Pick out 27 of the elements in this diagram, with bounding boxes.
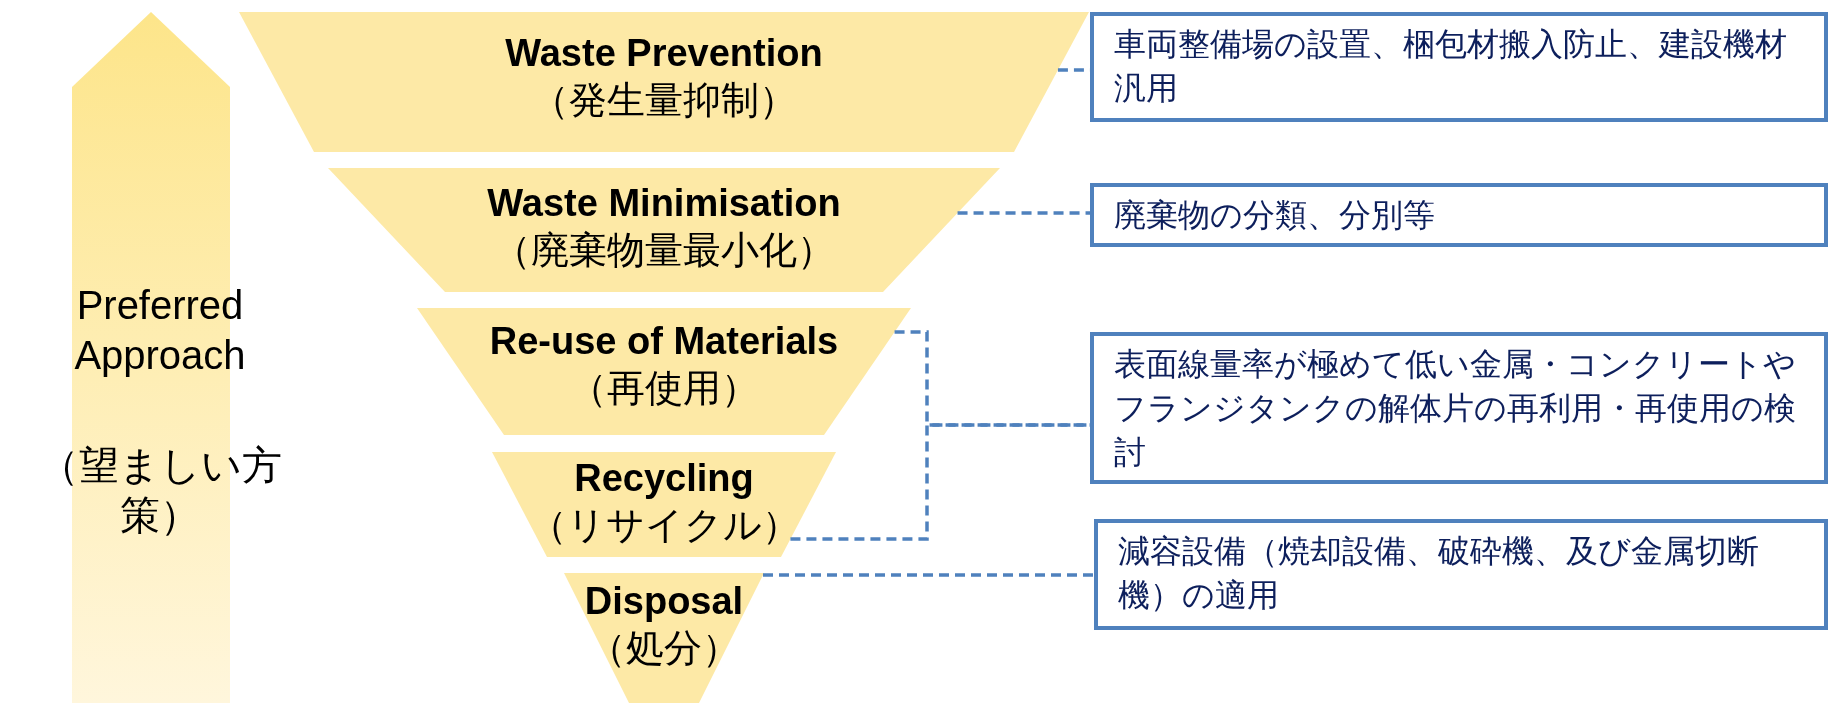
note-box [1090,332,1828,484]
funnel-band [328,168,1000,292]
funnel-band [417,308,911,435]
band-subtitle: （廃棄物量最小化） [493,228,835,273]
funnel-band [239,12,1089,152]
band-subtitle: （リサイクル） [528,503,800,548]
funnel-band [564,573,764,703]
note-box [1090,183,1828,247]
band-subtitle: （再使用） [569,366,759,411]
note-box [1090,12,1828,122]
band-title: Recycling [574,456,754,501]
axis-label: （望ましい方策） [37,442,283,539]
axis-label: Preferred Approach [73,282,247,379]
note-text: 表面線量率が極めて低い金属・コンクリートやフランジタンクの解体片の再利用・再使用の検討 [1114,345,1797,472]
funnel-band [492,452,836,557]
band-title: Disposal [584,579,744,624]
band-subtitle: （発生量抑制） [531,78,797,123]
connector-line [957,211,1090,215]
band-title: Waste Minimisation [487,181,841,226]
note-text: 車両整備場の設置、梱包材搬入防止、建設機材汎用 [1114,25,1788,108]
note-text: 廃棄物の分類、分別等 [1114,196,1436,235]
connector-line [763,573,1094,577]
note-text: 減容設備（焼却設備、破砕機、及び金属切断機）の適用 [1118,532,1760,615]
note-box [1094,519,1828,630]
band-subtitle: （処分） [588,626,740,671]
band-title: Re-use of Materials [489,319,839,364]
band-title: Waste Prevention [505,31,823,76]
